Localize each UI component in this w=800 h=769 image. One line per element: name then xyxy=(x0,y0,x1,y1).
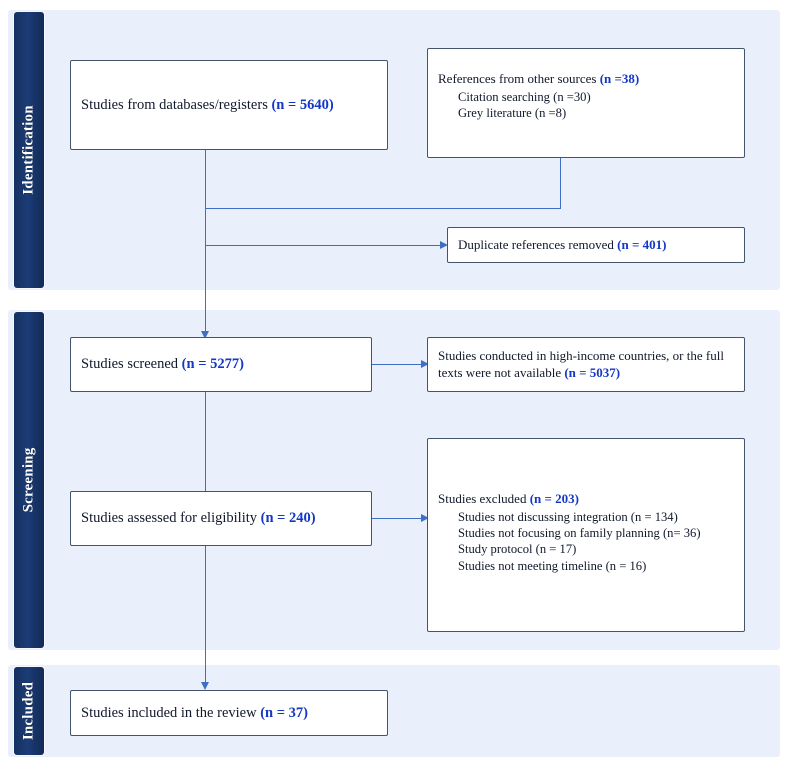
stage-band-included: Included xyxy=(14,667,44,755)
box-studies-assessed-eligibility-count: (n = 240) xyxy=(260,510,316,527)
box-screened-exclusions[interactable]: Studies conducted in high-income countri… xyxy=(427,337,745,392)
box-studies-screened-count: (n = 5277) xyxy=(181,356,244,373)
list-item: Studies not meeting timeline (n = 16) xyxy=(458,558,647,573)
arrow-stem-to-duplicates xyxy=(440,240,448,249)
box-references-other-sources-text: References from other sources (n =38) xyxy=(428,71,744,88)
box-screened-exclusions-count: (n = 5037) xyxy=(564,364,621,380)
box-references-other-sources[interactable]: References from other sources (n =38) Ci… xyxy=(427,48,745,158)
box-references-other-sources-sublist: Citation searching (n =30) Grey literatu… xyxy=(428,89,744,122)
box-studies-included-review-count: (n = 37) xyxy=(260,704,308,721)
stage-label-identification: Identification xyxy=(20,105,37,195)
stage-label-included: Included xyxy=(20,681,37,741)
box-studies-assessed-eligibility[interactable]: Studies assessed for eligibility (n = 24… xyxy=(70,491,372,546)
arrow-eligibility-to-included xyxy=(200,682,209,690)
box-studies-from-databases-text: Studies from databases/registers (n = 56… xyxy=(71,96,387,115)
box-references-other-sources-count: (n =38) xyxy=(599,71,640,86)
connector-eligibility-to-included xyxy=(205,546,206,686)
box-studies-screened[interactable]: Studies screened (n = 5277) xyxy=(70,337,372,392)
list-item: Study protocol (n = 17) xyxy=(458,542,577,557)
box-studies-excluded[interactable]: Studies excluded (n = 203) Studies not d… xyxy=(427,438,745,632)
box-duplicate-references-removed-count: (n = 401) xyxy=(617,236,667,252)
box-duplicate-references-removed-text: Duplicate references removed (n = 401) xyxy=(448,237,744,254)
list-item: Citation searching (n =30) xyxy=(458,89,591,104)
stage-label-screening: Screening xyxy=(20,447,37,513)
box-duplicate-references-removed-label: Duplicate references removed xyxy=(458,236,618,252)
box-studies-excluded-count: (n = 203) xyxy=(529,491,580,506)
connector-databases-to-screened xyxy=(205,150,206,335)
connector-screened-to-exclusion xyxy=(372,364,424,365)
list-item: Grey literature (n =8) xyxy=(458,105,567,120)
box-studies-assessed-eligibility-label: Studies assessed for eligibility xyxy=(81,510,261,527)
box-studies-screened-text: Studies screened (n = 5277) xyxy=(71,355,371,374)
box-studies-from-databases-label: Studies from databases/registers xyxy=(81,96,272,113)
connector-other-sources-drop xyxy=(560,158,561,208)
box-studies-excluded-text: Studies excluded (n = 203) xyxy=(428,491,744,508)
stage-band-screening: Screening xyxy=(14,312,44,648)
box-studies-included-review-label: Studies included in the review xyxy=(81,704,261,721)
arrow-databases-to-screened xyxy=(200,331,209,339)
box-screened-exclusions-text: Studies conducted in high-income countri… xyxy=(428,348,744,381)
box-studies-screened-label: Studies screened xyxy=(81,356,182,373)
box-studies-assessed-eligibility-text: Studies assessed for eligibility (n = 24… xyxy=(71,509,371,528)
box-studies-excluded-sublist: Studies not discussing integration (n = … xyxy=(428,509,744,574)
box-studies-included-review-text: Studies included in the review (n = 37) xyxy=(71,704,387,723)
connector-eligibility-to-excluded xyxy=(372,518,424,519)
box-studies-excluded-label: Studies excluded xyxy=(438,491,530,506)
box-screened-exclusions-label: Studies conducted in high-income countri… xyxy=(438,347,724,380)
box-references-other-sources-label: References from other sources xyxy=(438,71,600,86)
arrow-eligibility-to-excluded xyxy=(421,513,429,522)
connector-stem-to-duplicates xyxy=(205,245,443,246)
box-duplicate-references-removed[interactable]: Duplicate references removed (n = 401) xyxy=(447,227,745,263)
list-item: Studies not focusing on family planning … xyxy=(458,525,701,540)
connector-screened-to-eligibility xyxy=(205,392,206,495)
stage-band-identification: Identification xyxy=(14,12,44,288)
list-item: Studies not discussing integration (n = … xyxy=(458,509,678,524)
arrow-screened-to-exclusion xyxy=(421,359,429,368)
box-studies-from-databases-count: (n = 5640) xyxy=(271,96,334,113)
box-studies-included-review[interactable]: Studies included in the review (n = 37) xyxy=(70,690,388,736)
box-studies-from-databases[interactable]: Studies from databases/registers (n = 56… xyxy=(70,60,388,150)
connector-other-sources-join xyxy=(205,208,561,209)
